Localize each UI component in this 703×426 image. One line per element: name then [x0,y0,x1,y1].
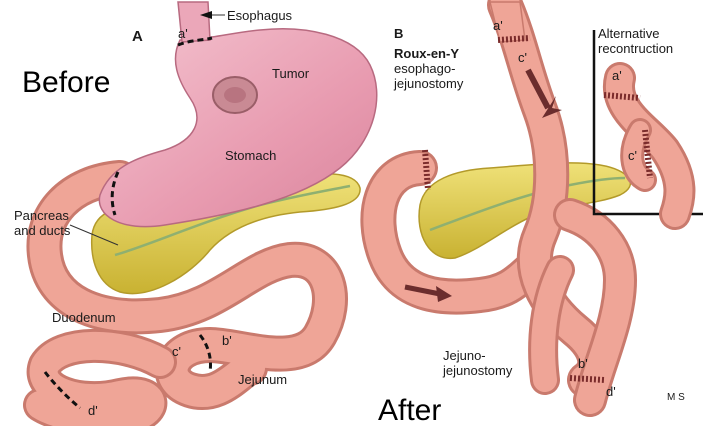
a-prime-label-a: a' [178,26,188,41]
c-prime-label-a: c' [172,344,181,359]
a-prime-label-b: a' [493,18,503,33]
jejuno-label-1: Jejuno- [443,348,486,363]
roux-title-1: Roux-en-Y [394,46,459,61]
b-prime-label-b: b' [578,356,588,371]
tumor-label: Tumor [272,66,310,81]
d-prime-label-b: d' [606,384,616,399]
before-caption: Before [22,66,110,99]
esophagus-label: Esophagus [227,8,293,23]
panel-b-letter: B [394,26,403,41]
artist-signature: M S [667,392,685,403]
after-caption: After [378,394,441,426]
roux-title-2: esophago- [394,61,455,76]
panel-a: A Before Esophagus a' Tumor Stomach Panc… [14,2,377,420]
jejuno-label-2: jejunostomy [442,363,513,378]
panel-a-letter: A [132,28,143,45]
pancreas-label-2: and ducts [14,223,71,238]
inset-title-2: recontruction [598,41,673,56]
pancreas-label-1: Pancreas [14,208,69,223]
panel-b: B Roux-en-Y esophago- jejunostomy a' c' … [378,2,703,426]
b-prime-label-a: b' [222,333,232,348]
roux-title-3: jejunostomy [393,76,464,91]
c-prime-label-inset: c' [628,148,637,163]
inset-title-1: Alternative [598,26,659,41]
d-prime-label-a: d' [88,403,98,418]
c-prime-label-b: c' [518,50,527,65]
tumor-core [224,87,246,103]
a-prime-label-inset: a' [612,68,622,83]
duodenum-label: Duodenum [52,310,116,325]
stomach-label: Stomach [225,148,276,163]
jejunum-label: Jejunum [238,372,287,387]
